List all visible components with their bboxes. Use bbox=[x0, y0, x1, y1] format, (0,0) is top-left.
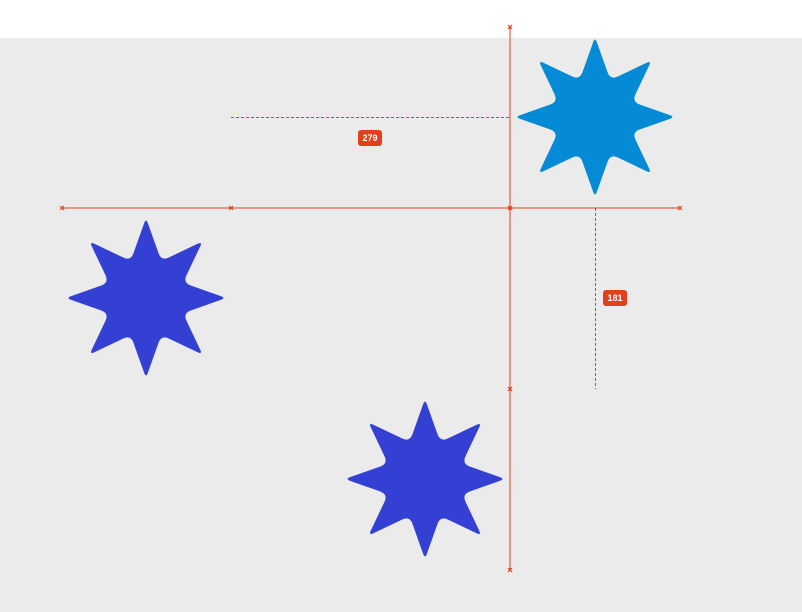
marker-x-icon bbox=[507, 567, 513, 573]
left-star-shape[interactable] bbox=[68, 220, 224, 376]
marker-x-icon bbox=[507, 205, 513, 211]
marker-x-icon bbox=[507, 24, 513, 30]
measurement-guides bbox=[62, 27, 680, 570]
marker-x-icon bbox=[507, 386, 513, 392]
marker-x-icon bbox=[677, 205, 683, 211]
guide-endpoint-markers bbox=[59, 24, 683, 573]
selected-star-shape[interactable] bbox=[517, 39, 673, 195]
marker-x-icon bbox=[228, 205, 234, 211]
bottom-star-shape[interactable] bbox=[347, 401, 503, 557]
vertical-distance-badge: 181 bbox=[603, 290, 627, 306]
horizontal-distance-badge: 279 bbox=[358, 130, 382, 146]
marker-x-icon bbox=[59, 205, 65, 211]
